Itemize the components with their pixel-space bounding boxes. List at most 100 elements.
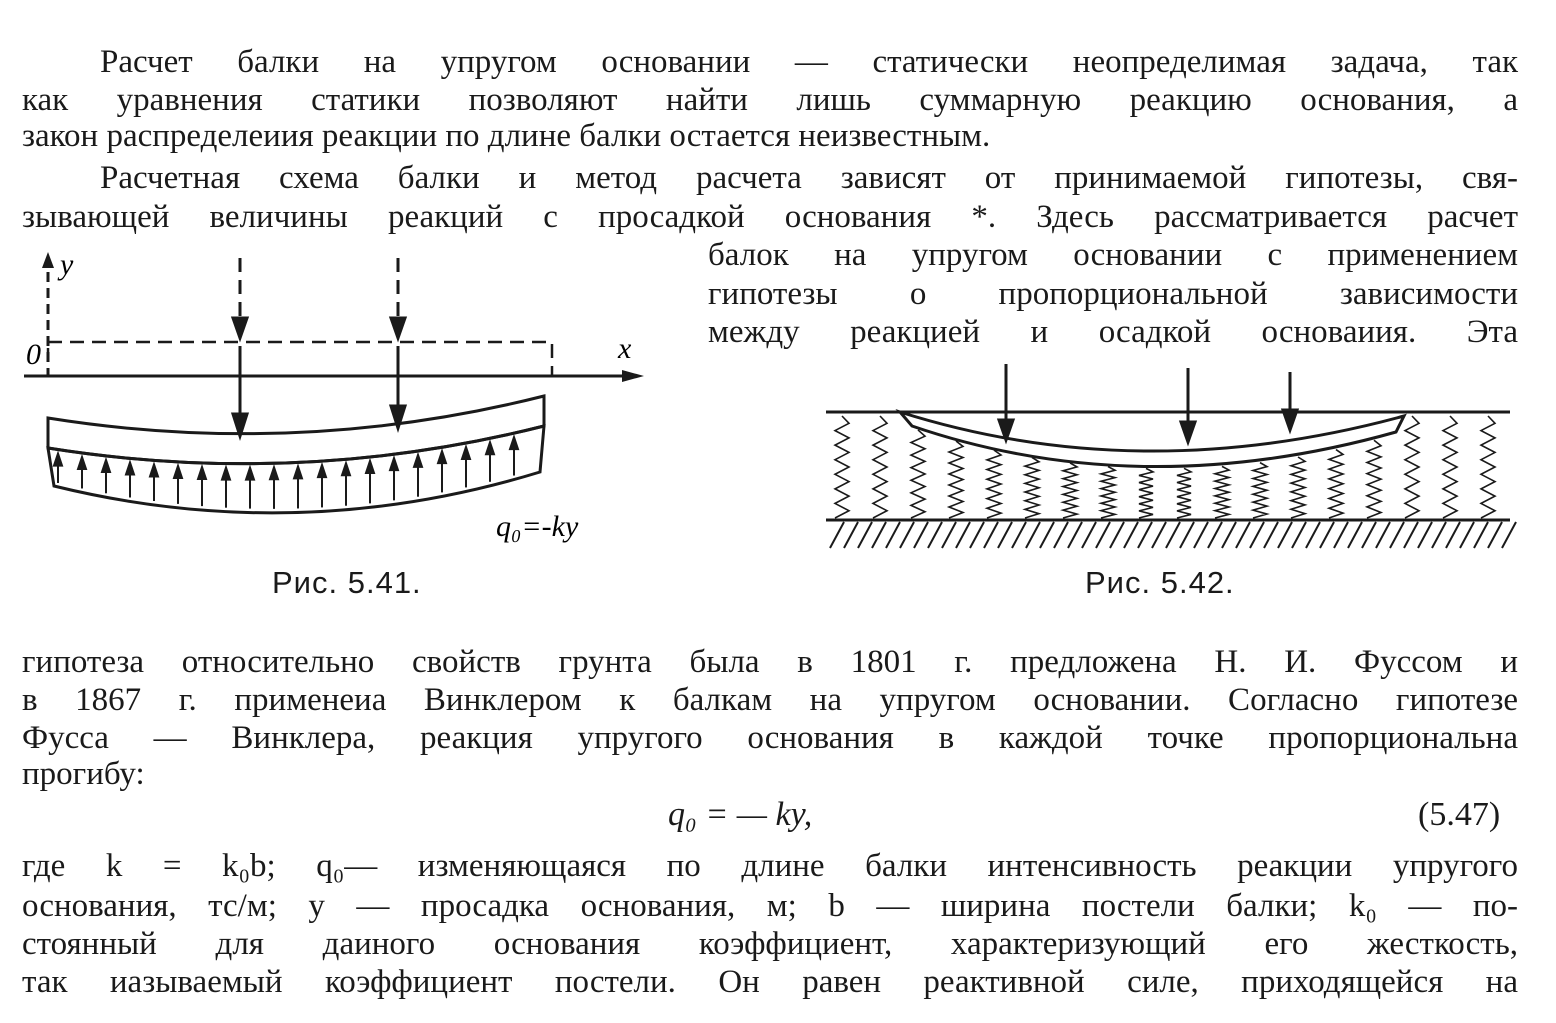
text-line: основания, тс/м; y — просадка основания,… (22, 888, 1518, 924)
ground-hatch (1081, 521, 1097, 549)
ground-hatch (899, 521, 915, 549)
reaction-arrow-head (52, 450, 64, 467)
ground-hatch (1319, 521, 1335, 549)
ground-hatch (1431, 521, 1447, 549)
ground-hatch (1039, 521, 1055, 549)
ground-hatch (829, 521, 845, 549)
ground-hatch (1291, 521, 1307, 549)
ground-hatch (857, 521, 873, 549)
spring (1250, 461, 1270, 519)
reaction-formula-label: q₀=-ky (496, 510, 579, 543)
reaction-arrow-head (148, 461, 160, 478)
ground-hatch (1137, 521, 1153, 549)
spring (1176, 467, 1194, 519)
reaction-arrow-head (436, 448, 448, 465)
text-line: гипотезы о пропорциональной зависимости (708, 276, 1518, 312)
text-line: гипотеза относительно свойств грунта был… (22, 644, 1518, 680)
ground-hatch (941, 521, 957, 549)
ground-hatch (1459, 521, 1475, 549)
reaction-arrow-head (172, 462, 184, 479)
ground-hatch (1011, 521, 1027, 549)
ground-hatch (1473, 521, 1489, 549)
ground-hatch (1025, 521, 1041, 549)
figure-caption: Рис. 5.41. (272, 565, 422, 600)
ground-hatch (1263, 521, 1279, 549)
ground-hatch (885, 521, 901, 549)
x-axis-label: x (617, 332, 632, 365)
reaction-arrow-head (220, 464, 232, 481)
origin-label: 0 (26, 338, 41, 371)
y-axis-label: y (57, 248, 74, 281)
ground-hatch (997, 521, 1013, 549)
spring (1364, 439, 1384, 519)
ground-hatch (1361, 521, 1377, 549)
ground-hatch (1403, 521, 1419, 549)
ground-hatch (1095, 521, 1111, 549)
reaction-arrow-head (76, 453, 88, 471)
ground-hatch (1067, 521, 1083, 549)
ground-hatch (983, 521, 999, 549)
ground-hatch (1305, 521, 1321, 549)
reaction-arrow-head (292, 463, 304, 480)
reaction-arrow-head (244, 464, 256, 481)
reaction-arrow-head (364, 457, 376, 474)
ground-hatch (1445, 521, 1461, 549)
text-line: зывающей величины реакций с просадкой ос… (22, 199, 1518, 235)
ground-hatch (1487, 521, 1503, 549)
ground-hatch (1123, 521, 1139, 549)
spring (1479, 415, 1497, 519)
figure-5-42 (826, 364, 1517, 549)
ground-hatch (1053, 521, 1069, 549)
text-line: Расчетная схема балки и метод расчета за… (100, 160, 1518, 196)
text-line: как уравнения статики позволяют найти ли… (22, 82, 1518, 118)
reaction-arrow-head (340, 460, 352, 477)
ground-hatch (1417, 521, 1433, 549)
figure-caption: Рис. 5.42. (1085, 565, 1235, 600)
spring (1326, 448, 1346, 519)
text-line: балок на упругом основании с применением (708, 237, 1518, 273)
text-line: где k = k₀b; q₀— изменяющаяся по длине б… (22, 848, 1518, 884)
reaction-arrow-head (316, 461, 328, 479)
formula: q₀ = — ky, (668, 796, 813, 833)
figure-5-41: y 0 x q₀=-ky (24, 248, 644, 543)
reaction-arrow-head (484, 439, 496, 456)
ground-hatch (1193, 521, 1209, 549)
reaction-arrow-head (124, 459, 136, 476)
spring (984, 449, 1004, 519)
ground-hatch (1249, 521, 1265, 549)
reaction-arrow-head (460, 443, 472, 460)
ground-hatch (1179, 521, 1195, 549)
ground-hatch (913, 521, 929, 549)
text-line: Фусса — Винклера, реакция упругого основ… (22, 720, 1518, 756)
ground-hatch (1501, 521, 1517, 549)
ground-hatch (1221, 521, 1237, 549)
equation-number: (5.47) (1418, 796, 1501, 833)
ground-hatch (1389, 521, 1405, 549)
spring (909, 429, 927, 519)
reaction-arrow-head (268, 464, 280, 481)
text-line: в 1867 г. применеиа Винклером к балкам н… (22, 682, 1518, 718)
text-line: стоянный для даиного основания коэффицие… (22, 926, 1518, 962)
spring (1022, 456, 1042, 519)
ground-hatch (1375, 521, 1391, 549)
ground-hatch (1109, 521, 1125, 549)
reaction-arrow-head (508, 433, 520, 451)
spring (1060, 462, 1080, 519)
ground-hatch (843, 521, 859, 549)
reaction-arrow-head (196, 463, 208, 481)
ground-hatch (927, 521, 943, 549)
ground-hatch (871, 521, 887, 549)
spring (871, 415, 889, 519)
spring (1097, 465, 1119, 519)
ground-hatch (1235, 521, 1251, 549)
text-line: Расчет балки на упругом основании — стат… (100, 44, 1518, 80)
spring (1138, 467, 1156, 519)
spring (946, 440, 966, 519)
ground-hatch (1165, 521, 1181, 549)
ground-hatch (955, 521, 971, 549)
spring (1288, 456, 1308, 519)
spring (1441, 415, 1459, 519)
reaction-arrow-head (388, 455, 400, 472)
reaction-arrow-head (412, 451, 424, 468)
